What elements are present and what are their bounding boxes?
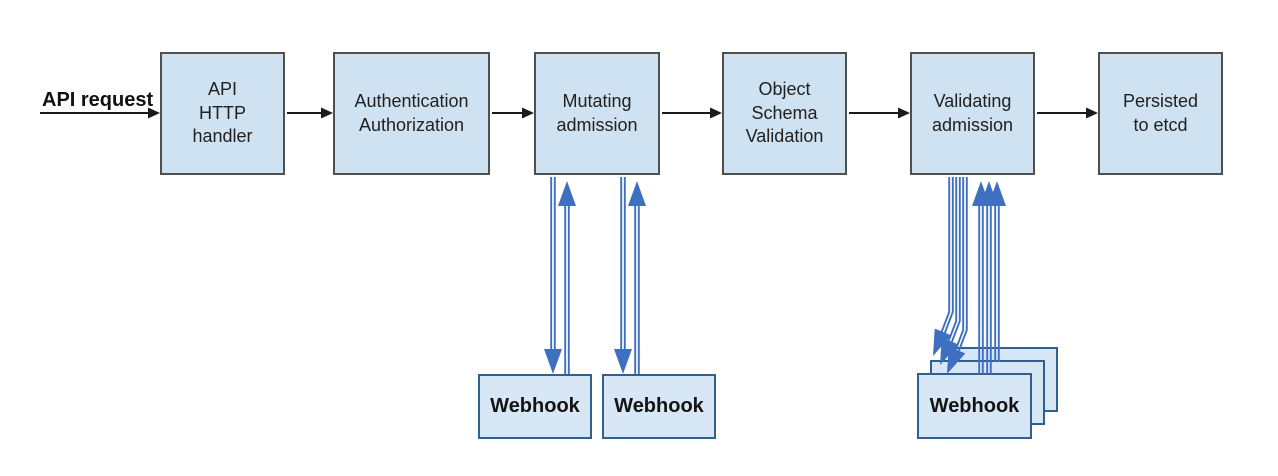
arrow-webhooks-up-validating-1 bbox=[972, 181, 990, 374]
arrow-schema-to-validating bbox=[849, 107, 910, 119]
node-api-http-handler-label: API HTTP handler bbox=[192, 78, 253, 147]
arrow-validating-down-webhooks-1 bbox=[933, 177, 954, 356]
webhook-mutating-2-label: Webhook bbox=[614, 395, 704, 417]
webhook-validating-front: Webhook bbox=[917, 373, 1032, 439]
arrow-webhook-1-up-mutating bbox=[558, 181, 576, 374]
arrow-validating-down-webhooks-2 bbox=[940, 177, 961, 365]
arrow-auth-to-mutating bbox=[492, 107, 534, 119]
webhook-validating-front-label: Webhook bbox=[929, 394, 1020, 417]
node-persisted-to-etcd-label: Persisted to etcd bbox=[1122, 90, 1199, 135]
node-validating-admission-label: Validating admission bbox=[931, 90, 1014, 135]
webhook-mutating-1: Webhook bbox=[478, 374, 592, 439]
node-object-schema-validation-label: Object Schema Validation bbox=[745, 78, 824, 147]
arrow-mutating-down-webhook-1 bbox=[544, 177, 562, 374]
arrow-handler-to-auth bbox=[287, 107, 333, 119]
arrow-webhooks-up-validating-2 bbox=[980, 181, 998, 374]
arrow-validating-to-etcd bbox=[1037, 107, 1098, 119]
arrow-webhooks-up-validating-3 bbox=[988, 181, 1006, 362]
api-request-label: API request bbox=[42, 89, 154, 111]
node-authentication-authorization: Authentication Authorization bbox=[333, 52, 490, 175]
arrow-validating-down-webhooks-3 bbox=[947, 177, 968, 374]
arrow-webhook-2-up-mutating bbox=[628, 181, 646, 374]
arrow-mutating-down-webhook-2 bbox=[614, 177, 632, 374]
node-persisted-to-etcd: Persisted to etcd bbox=[1098, 52, 1223, 175]
node-authentication-authorization-label: Authentication Authorization bbox=[354, 90, 469, 135]
node-mutating-admission: Mutating admission bbox=[534, 52, 660, 175]
node-api-http-handler: API HTTP handler bbox=[160, 52, 285, 175]
webhook-mutating-1-label: Webhook bbox=[490, 395, 580, 417]
webhook-mutating-2: Webhook bbox=[602, 374, 716, 439]
arrow-mutating-to-schema bbox=[662, 107, 722, 119]
node-object-schema-validation: Object Schema Validation bbox=[722, 52, 847, 175]
node-mutating-admission-label: Mutating admission bbox=[556, 90, 638, 135]
node-validating-admission: Validating admission bbox=[910, 52, 1035, 175]
